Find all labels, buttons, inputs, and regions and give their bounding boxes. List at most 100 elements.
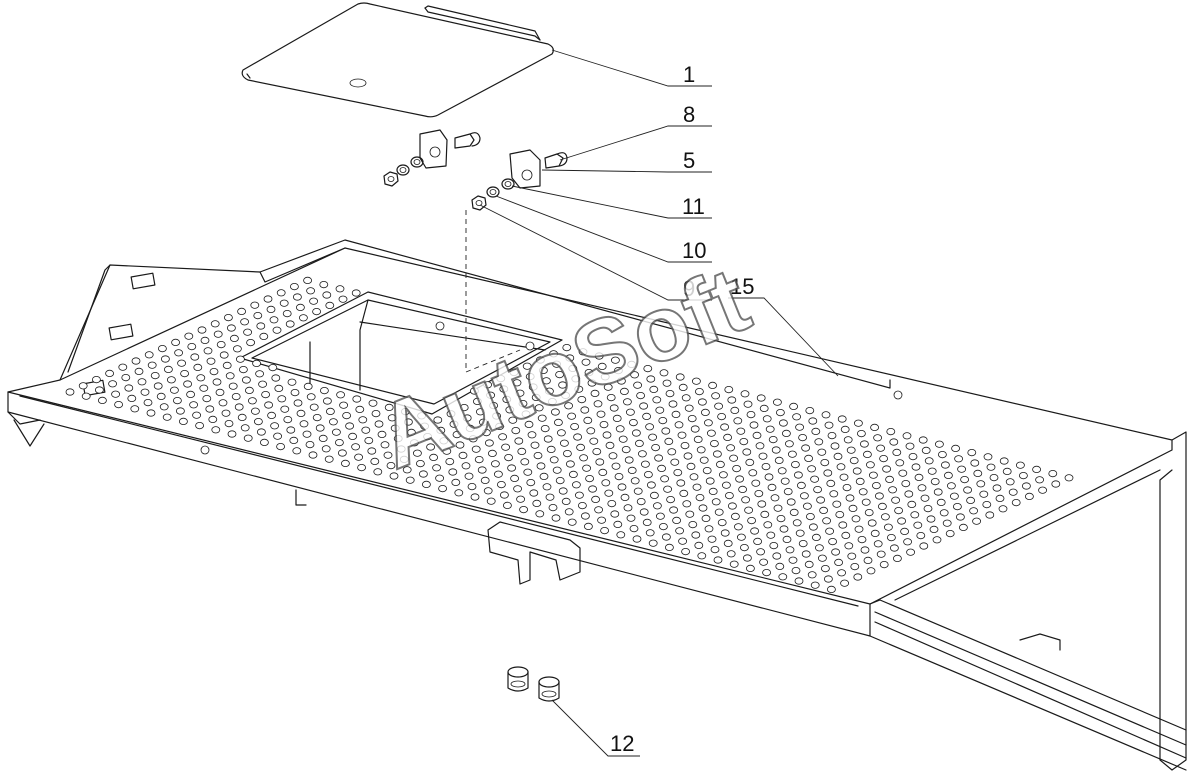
perforation-hole — [803, 502, 812, 510]
perforation-hole — [612, 414, 622, 422]
perforation-hole — [303, 382, 313, 390]
perforation-hole — [684, 404, 694, 412]
perforation-hole — [789, 508, 799, 517]
perforation-hole — [137, 378, 147, 386]
perforation-hole — [289, 436, 299, 444]
perforation-hole — [174, 349, 184, 357]
perforation-hole — [156, 392, 166, 400]
perforation-hole — [757, 500, 767, 508]
perforation-hole — [701, 514, 711, 523]
perforation-hole — [873, 540, 883, 548]
perforation-hole — [872, 481, 881, 490]
perforation-hole — [1038, 486, 1047, 494]
perforation-hole — [157, 344, 167, 353]
perforation-hole — [175, 407, 185, 415]
perforation-hole — [370, 457, 380, 465]
perforation-hole — [243, 434, 253, 442]
perforation-hole — [465, 424, 475, 432]
perforation-hole — [1051, 480, 1061, 488]
perforation-hole — [726, 550, 736, 558]
perforation-hole — [642, 412, 651, 420]
perforation-hole — [815, 544, 824, 552]
perforation-hole — [737, 533, 746, 541]
callout-12: 12 — [610, 731, 634, 756]
perforation-hole — [351, 443, 361, 451]
perforation-hole — [756, 548, 765, 556]
perforation-hole — [202, 394, 212, 403]
perforation-hole — [319, 280, 329, 289]
perforation-hole — [264, 401, 274, 409]
perforation-hole — [954, 455, 963, 463]
perforation-hole — [740, 390, 750, 398]
perforation-hole — [1019, 471, 1028, 480]
perforation-hole — [888, 486, 897, 494]
perforation-hole — [758, 452, 768, 460]
perforation-hole — [876, 444, 885, 452]
perforation-hole — [527, 431, 537, 439]
perforation-hole — [501, 443, 511, 451]
perforation-hole — [785, 440, 794, 448]
perforation-hole — [269, 316, 279, 324]
perforation-hole — [442, 447, 452, 455]
perforation-hole — [776, 408, 785, 417]
perforation-hole — [726, 444, 735, 452]
perforation-hole — [509, 368, 519, 376]
perforation-hole — [462, 414, 472, 422]
perforation-hole — [820, 458, 830, 467]
perforation-hole — [594, 506, 603, 514]
perforation-hole — [282, 309, 292, 318]
perforation-hole — [144, 351, 154, 359]
perforation-hole — [211, 426, 221, 434]
perforation-hole — [399, 455, 409, 463]
perforation-hole — [692, 377, 701, 385]
perforation-hole — [759, 404, 769, 412]
perforation-hole — [617, 483, 627, 491]
perforation-hole — [771, 446, 781, 454]
perforation-hole — [576, 443, 585, 451]
perforation-hole — [733, 417, 743, 425]
perforation-hole — [633, 487, 643, 495]
perforation-hole — [591, 495, 600, 503]
perforation-hole — [614, 366, 623, 375]
perforation-hole — [695, 493, 705, 502]
perforation-hole — [184, 332, 194, 340]
perforation-hole — [587, 379, 597, 387]
perforation-hole — [510, 474, 519, 482]
perforation-hole — [331, 428, 341, 436]
perforation-hole — [367, 447, 377, 455]
perforation-hole — [798, 433, 807, 442]
perforation-hole — [252, 359, 262, 367]
perforation-hole — [210, 320, 220, 328]
perforation-hole — [601, 479, 611, 487]
perforation-hole — [259, 332, 269, 340]
perforation-hole — [580, 406, 590, 414]
perforation-hole — [577, 395, 587, 404]
perforation-hole — [209, 367, 219, 376]
perforation-hole — [914, 473, 924, 481]
perforation-hole — [748, 469, 758, 477]
perforation-hole — [502, 501, 512, 509]
perforation-hole — [554, 418, 563, 426]
perforation-hole — [605, 441, 615, 449]
perforation-hole — [439, 437, 449, 445]
perforation-hole — [589, 437, 599, 445]
perforation-hole — [594, 352, 604, 360]
perforation-hole — [486, 391, 496, 399]
perforation-hole — [283, 415, 293, 424]
perforation-hole — [930, 477, 940, 486]
perforation-hole — [134, 367, 144, 375]
perforation-hole — [162, 413, 172, 421]
perforation-hole — [623, 398, 632, 406]
perforation-hole — [903, 538, 912, 546]
perforation-hole — [636, 391, 645, 400]
perforation-hole — [840, 579, 849, 587]
perforation-hole — [792, 413, 801, 421]
perforation-hole — [960, 475, 969, 484]
perforation-hole — [702, 466, 712, 475]
perforation-hole — [535, 510, 545, 518]
perforation-hole — [471, 445, 481, 453]
perforation-hole — [807, 465, 816, 473]
perforation-hole — [881, 513, 890, 521]
perforation-hole — [396, 445, 406, 453]
perforation-hole — [786, 498, 796, 506]
